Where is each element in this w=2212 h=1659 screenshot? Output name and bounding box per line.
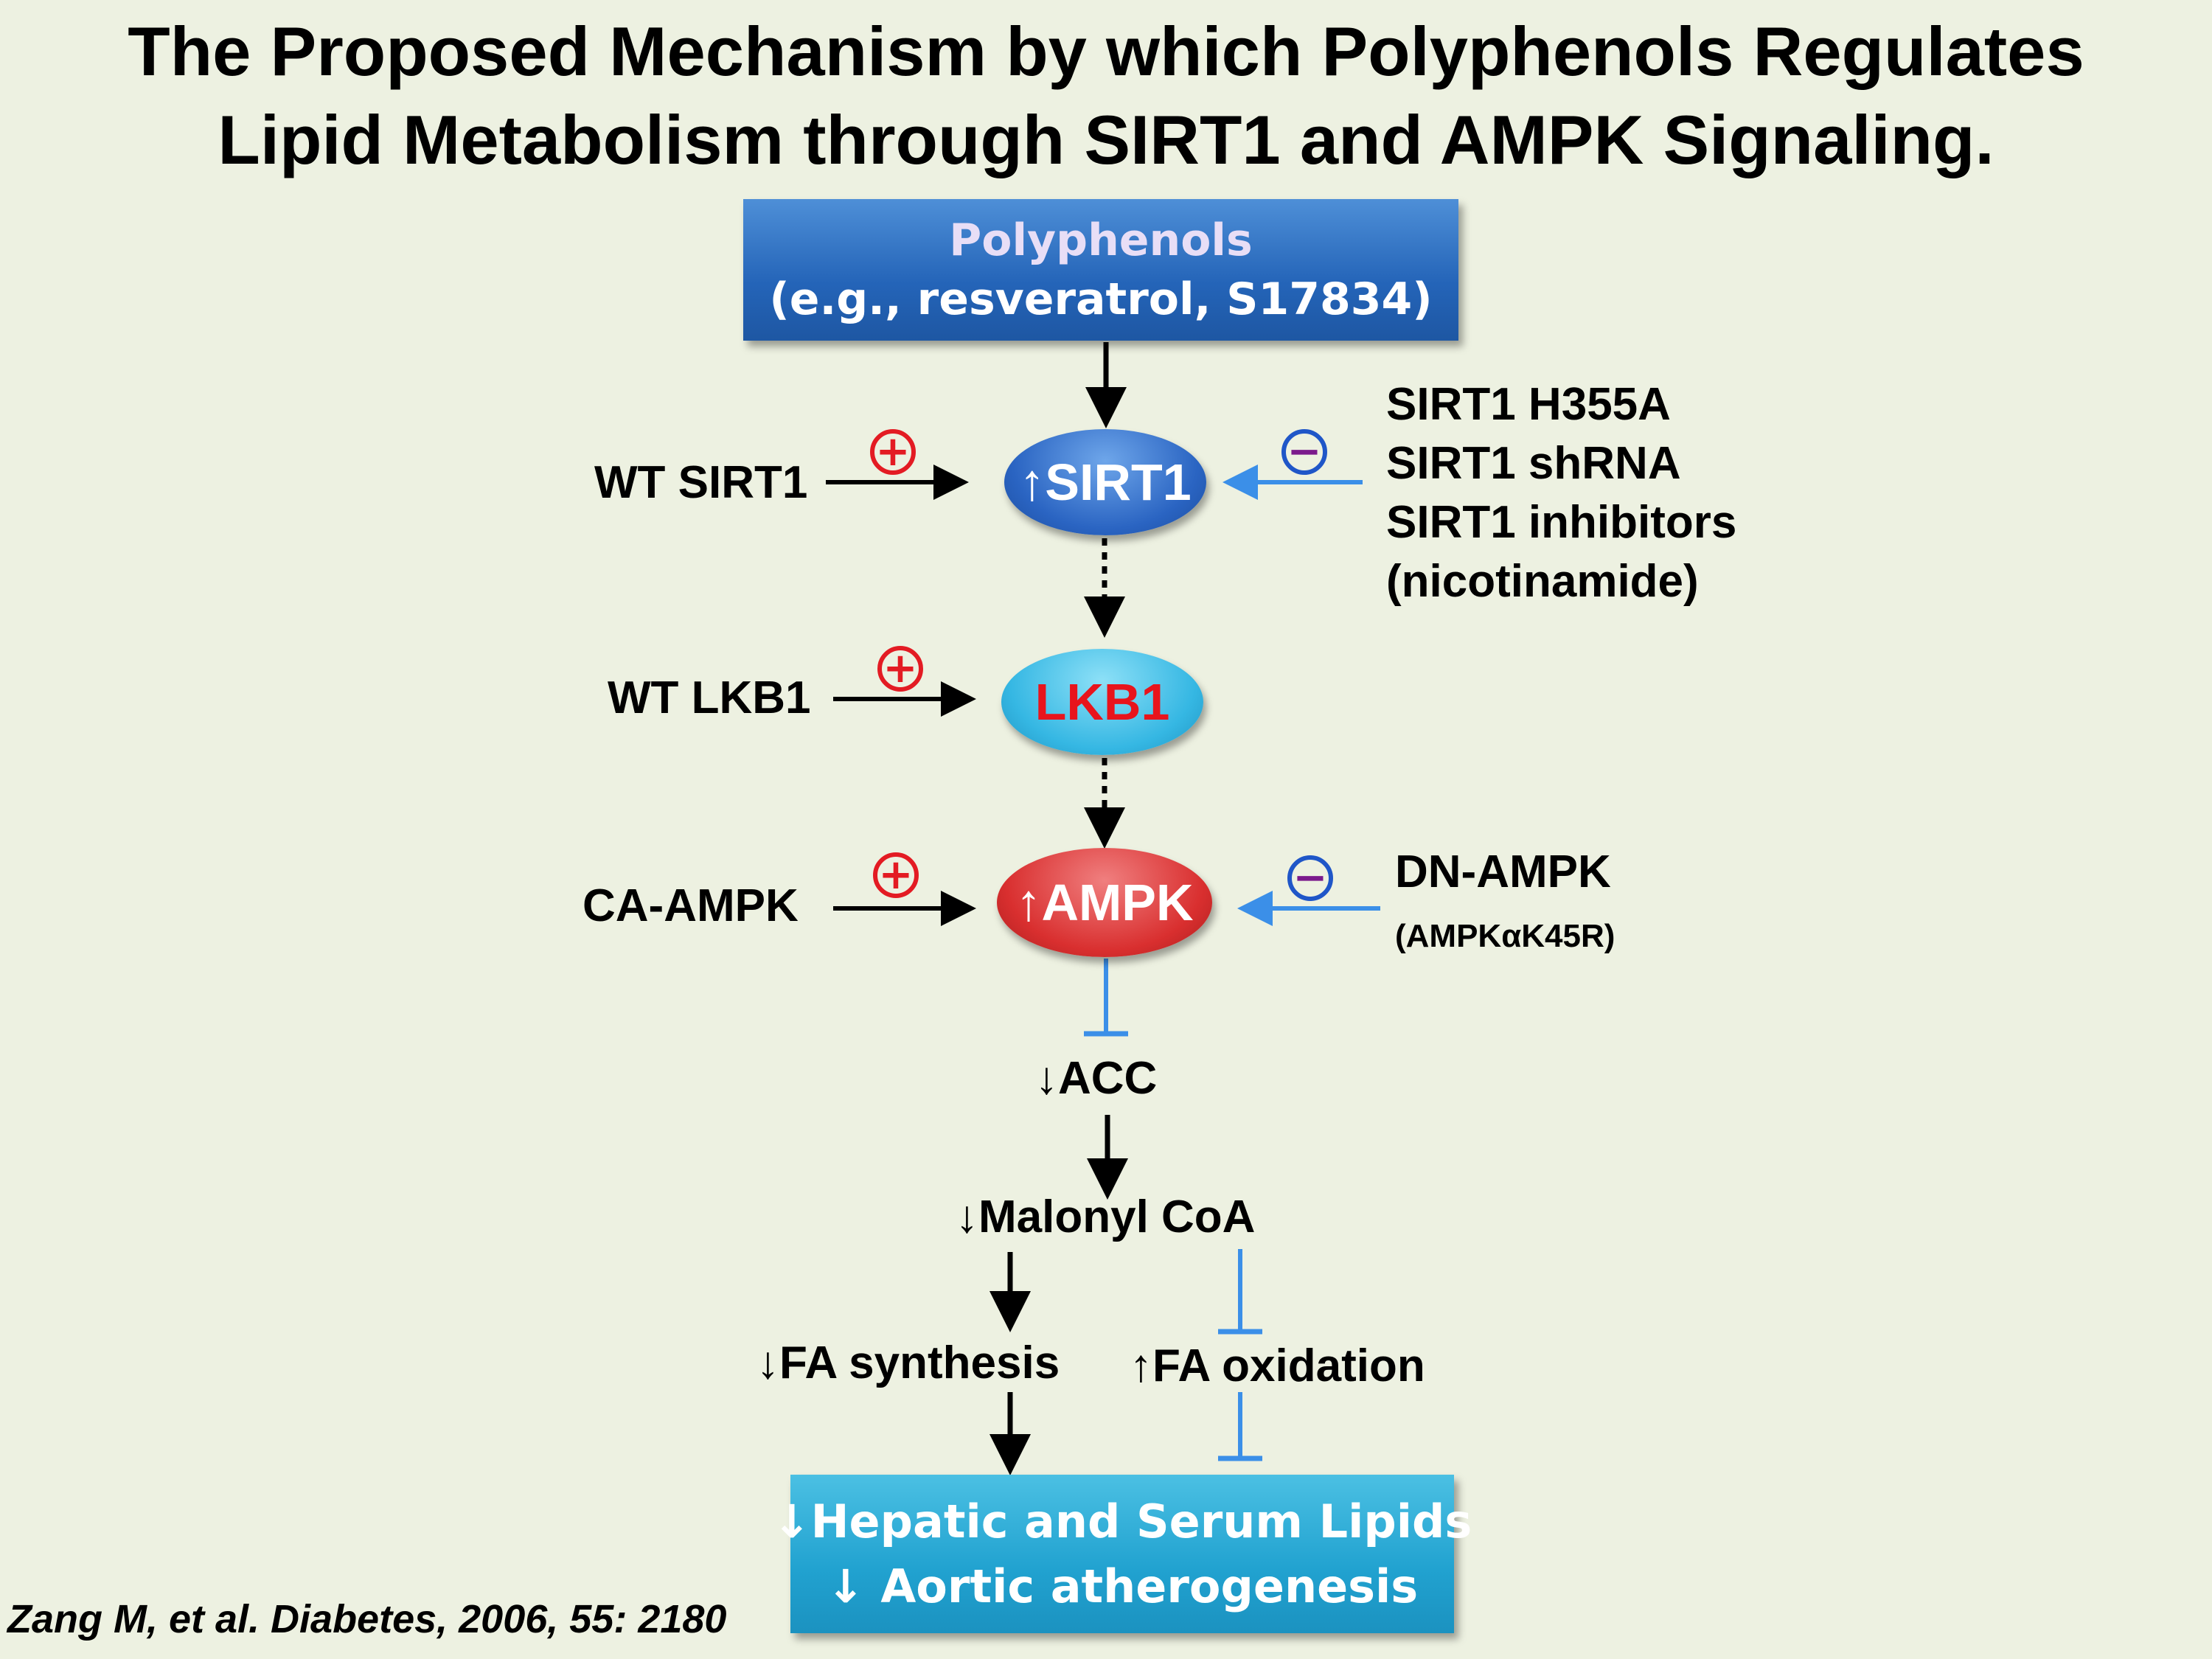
sirt1-inhibitor-compounds: SIRT1 inhibitors bbox=[1386, 497, 1737, 548]
plus-sign-sirt1: + bbox=[870, 429, 916, 475]
sirt1-inhibitor-h355a: SIRT1 H355A bbox=[1386, 379, 1671, 430]
title-line-2: Lipid Metabolism through SIRT1 and AMPK … bbox=[218, 101, 1994, 178]
dn-ampk-label: DN-AMPK bbox=[1395, 846, 1611, 897]
wt-sirt1-label: WT SIRT1 bbox=[594, 457, 808, 508]
outcome-box: ↓Hepatic and Serum Lipids ↓ Aortic ather… bbox=[773, 1475, 1472, 1633]
ampk-node: ↑AMPK bbox=[997, 848, 1212, 957]
fa-synthesis-label: ↓FA synthesis bbox=[757, 1338, 1060, 1388]
plus-sign-ampk: + bbox=[873, 852, 919, 898]
ca-ampk-label: CA-AMPK bbox=[582, 880, 799, 931]
citation: Zang M, et al. Diabetes, 2006, 55: 2180 bbox=[7, 1597, 727, 1641]
sirt1-inhibitor-nicotinamide: (nicotinamide) bbox=[1386, 556, 1699, 607]
fa-oxidation-label: ↑FA oxidation bbox=[1130, 1340, 1425, 1391]
malonyl-coa-label: ↓Malonyl CoA bbox=[956, 1192, 1256, 1242]
polyphenols-box: Polyphenols (e.g., resveratrol, S17834) bbox=[743, 199, 1458, 341]
outcome-lipids: ↓Hepatic and Serum Lipids bbox=[772, 1494, 1472, 1548]
wt-lkb1-label: WT LKB1 bbox=[608, 672, 811, 723]
sirt1-inhibitor-shrna: SIRT1 shRNA bbox=[1386, 438, 1681, 489]
title-line-1: The Proposed Mechanism by which Polyphen… bbox=[128, 13, 2084, 90]
minus-sign-ampk: − bbox=[1287, 855, 1333, 901]
dn-ampk-detail: (AMPKαK45R) bbox=[1395, 918, 1615, 954]
sirt1-node: ↑SIRT1 bbox=[1004, 429, 1206, 535]
polyphenols-examples: (e.g., resveratrol, S17834) bbox=[769, 274, 1433, 325]
lkb1-node: LKB1 bbox=[1001, 649, 1203, 755]
plus-sign-lkb1: + bbox=[877, 646, 923, 692]
polyphenols-label: Polyphenols bbox=[949, 215, 1253, 266]
acc-label: ↓ACC bbox=[1035, 1053, 1158, 1104]
outcome-atherogenesis: ↓ Aortic atherogenesis bbox=[826, 1559, 1419, 1613]
minus-sign-sirt1: − bbox=[1281, 429, 1327, 475]
